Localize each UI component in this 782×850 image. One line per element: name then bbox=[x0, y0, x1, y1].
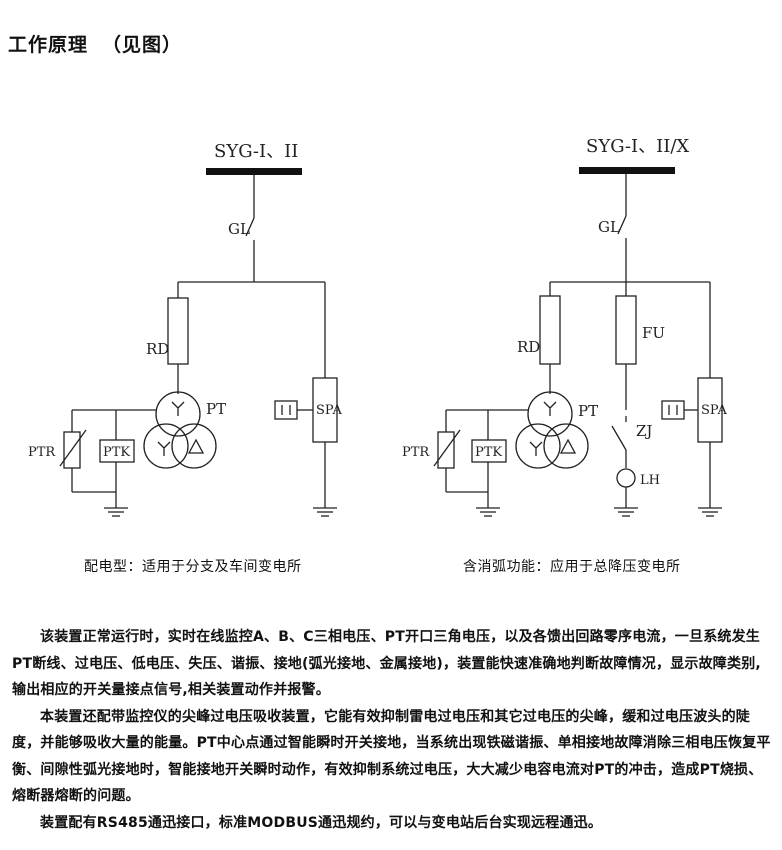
fuse-rd-right bbox=[539, 295, 561, 365]
fuse-label-left: RD bbox=[146, 340, 169, 358]
diagram-right: SYG-I、II/X GL RD FU ZJ LH bbox=[402, 136, 727, 517]
resistor-label-right: PTR bbox=[402, 445, 430, 460]
monitor-box-right bbox=[661, 400, 685, 420]
ground-symbol bbox=[476, 507, 500, 517]
section-heading: 工作原理 （见图） bbox=[8, 30, 182, 57]
ground-symbol bbox=[104, 507, 128, 517]
busbar-label-left: SYG-I、II bbox=[214, 141, 298, 162]
coil-lh bbox=[616, 468, 636, 488]
heading-note: （见图） bbox=[102, 34, 183, 56]
switch-gl-left bbox=[245, 217, 255, 237]
absorber-label-left: SPA bbox=[316, 403, 342, 418]
busbar-left bbox=[206, 168, 302, 175]
transformer-label-right: PT bbox=[578, 402, 598, 420]
busbar-right bbox=[579, 167, 675, 174]
monitor-box-left bbox=[274, 400, 298, 420]
caption-right: 含消弧功能：应用于总降压变电所 bbox=[463, 559, 681, 575]
caption-left: 配电型：适用于分支及车间变电所 bbox=[84, 559, 302, 575]
description-paragraph: 该装置正常运行时，实时在线监控A、B、C三相电压、PT开口三角电压，以及各馈出回… bbox=[12, 629, 761, 698]
fuse-fu-right bbox=[615, 295, 637, 365]
ptk-label-right: PTK bbox=[475, 445, 502, 460]
description-paragraph: 本装置还配带监控仪的尖峰过电压吸收装置，它能有效抑制雷电过电压和其它过电压的尖峰… bbox=[12, 708, 771, 805]
ground-symbol bbox=[614, 507, 638, 517]
ptk-box-right bbox=[471, 439, 507, 463]
ground-symbol bbox=[313, 507, 337, 517]
absorber-label-right: SPA bbox=[701, 403, 727, 418]
heading-title: 工作原理 bbox=[8, 34, 89, 56]
coil-label: LH bbox=[640, 473, 660, 488]
busbar-label-right: SYG-I、II/X bbox=[586, 136, 689, 157]
fuse-rd-left bbox=[167, 297, 189, 365]
resistor-label-left: PTR bbox=[28, 445, 56, 460]
ptk-label-left: PTK bbox=[103, 445, 130, 460]
ptk-box-left bbox=[99, 439, 135, 463]
smart-switch-zj bbox=[611, 425, 627, 451]
fuse-label-right: RD bbox=[517, 338, 540, 356]
switch-label-right: GL bbox=[598, 218, 620, 236]
wiring-diagrams: SYG-I、II GL RD PT PTR P bbox=[28, 136, 727, 517]
description: 该装置正常运行时，实时在线监控A、B、C三相电压、PT开口三角电压，以及各馈出回… bbox=[12, 624, 772, 836]
smart-switch-label: ZJ bbox=[636, 422, 652, 440]
fuse2-label-right: FU bbox=[642, 324, 665, 342]
switch-gl-right bbox=[617, 215, 627, 235]
transformer-label-left: PT bbox=[206, 400, 226, 418]
description-paragraph: 装置配有RS485通迅接口，标准MODBUS通迅规约，可以与变电站后台实现远程通… bbox=[40, 814, 603, 831]
transformer-pt-right bbox=[515, 391, 589, 469]
switch-label-left: GL bbox=[228, 220, 250, 238]
ground-symbol bbox=[698, 507, 722, 517]
diagram-left: SYG-I、II GL RD PT PTR P bbox=[28, 141, 342, 517]
transformer-pt-left bbox=[143, 391, 217, 469]
